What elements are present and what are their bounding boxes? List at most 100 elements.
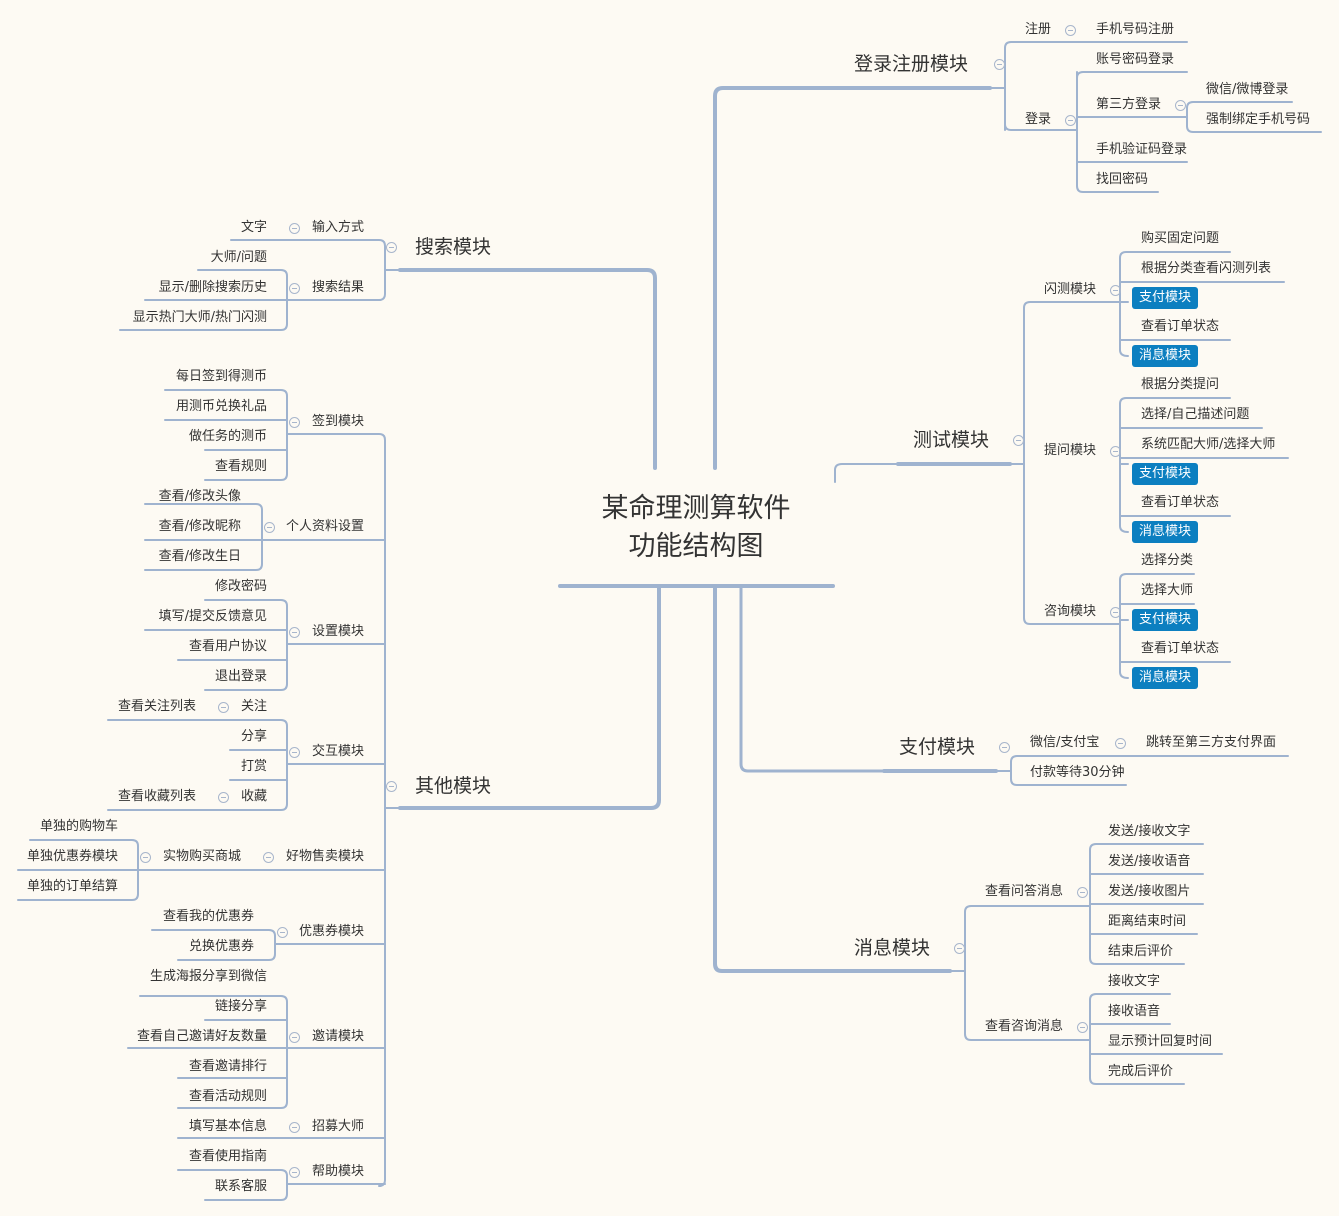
qa-item[interactable]: 发送/接收图片 bbox=[1108, 884, 1191, 899]
physical-mall[interactable]: 实物购买商城 bbox=[162, 849, 241, 864]
checkin-item[interactable]: 每日签到得测币 bbox=[175, 369, 267, 384]
collapse-icon[interactable] bbox=[263, 852, 274, 863]
ask-item[interactable]: 系统匹配大师/选择大师 bbox=[1141, 437, 1276, 452]
collapse-icon[interactable] bbox=[1110, 285, 1121, 296]
login-node[interactable]: 登录 bbox=[1025, 112, 1052, 127]
invite-item[interactable]: 查看邀请排行 bbox=[188, 1059, 267, 1074]
search-item[interactable]: 大师/问题 bbox=[210, 250, 267, 265]
favorite-node[interactable]: 收藏 bbox=[240, 789, 267, 804]
checkin-module[interactable]: 签到模块 bbox=[311, 414, 364, 429]
mall-item[interactable]: 单独优惠券模块 bbox=[26, 849, 118, 864]
search-result[interactable]: 搜索结果 bbox=[311, 280, 364, 295]
phone-register[interactable]: 手机号码注册 bbox=[1096, 22, 1175, 37]
interact-module[interactable]: 交互模块 bbox=[311, 744, 364, 759]
collapse-icon[interactable] bbox=[1175, 100, 1186, 111]
collapse-icon[interactable] bbox=[218, 792, 229, 803]
profile-settings[interactable]: 个人资料设置 bbox=[285, 519, 364, 534]
invite-module[interactable]: 邀请模块 bbox=[311, 1029, 364, 1044]
consult-msg-item[interactable]: 接收语音 bbox=[1108, 1004, 1161, 1019]
payment-wait[interactable]: 付款等待30分钟 bbox=[1030, 765, 1125, 780]
search-item[interactable]: 显示热门大师/热门闪测 bbox=[132, 310, 267, 325]
flash-item[interactable]: 购买固定问题 bbox=[1141, 231, 1220, 246]
flash-item[interactable]: 根据分类查看闪测列表 bbox=[1141, 261, 1272, 276]
profile-item[interactable]: 查看/修改昵称 bbox=[158, 519, 241, 534]
collapse-icon[interactable] bbox=[289, 1032, 300, 1043]
collapse-icon[interactable] bbox=[954, 943, 965, 954]
bind-phone[interactable]: 强制绑定手机号码 bbox=[1206, 112, 1311, 127]
register-node[interactable]: 注册 bbox=[1025, 22, 1052, 37]
third-party-login[interactable]: 第三方登录 bbox=[1096, 97, 1162, 112]
settings-item[interactable]: 查看用户协议 bbox=[188, 639, 267, 654]
ask-item[interactable]: 选择/自己描述问题 bbox=[1141, 407, 1250, 422]
search-item[interactable]: 显示/删除搜索历史 bbox=[158, 280, 267, 295]
collapse-icon[interactable] bbox=[386, 242, 397, 253]
consult-msg-item[interactable]: 显示预计回复时间 bbox=[1108, 1034, 1213, 1049]
consult-msg-item[interactable]: 完成后评价 bbox=[1108, 1064, 1174, 1079]
collapse-icon[interactable] bbox=[218, 702, 229, 713]
payment-module-tag[interactable]: 支付模块 bbox=[1132, 609, 1199, 631]
payment-module-tag[interactable]: 支付模块 bbox=[1132, 463, 1199, 485]
flash-test-node[interactable]: 闪测模块 bbox=[1044, 282, 1097, 297]
qa-item[interactable]: 发送/接收语音 bbox=[1108, 854, 1191, 869]
settings-module[interactable]: 设置模块 bbox=[311, 624, 364, 639]
recruit-module[interactable]: 招募大师 bbox=[311, 1119, 364, 1134]
wechat-weibo-login[interactable]: 微信/微博登录 bbox=[1206, 82, 1289, 97]
test-module[interactable]: 测试模块 bbox=[913, 429, 990, 451]
payment-module-tag[interactable]: 支付模块 bbox=[1132, 287, 1199, 309]
sms-login[interactable]: 手机验证码登录 bbox=[1096, 142, 1188, 157]
collapse-icon[interactable] bbox=[289, 417, 300, 428]
mall-item[interactable]: 单独的订单结算 bbox=[26, 879, 118, 894]
help-item[interactable]: 查看使用指南 bbox=[188, 1149, 267, 1164]
collapse-icon[interactable] bbox=[289, 283, 300, 294]
collapse-icon[interactable] bbox=[1077, 887, 1088, 898]
collapse-icon[interactable] bbox=[140, 852, 151, 863]
collapse-icon[interactable] bbox=[386, 781, 397, 792]
other-module[interactable]: 其他模块 bbox=[415, 775, 492, 797]
follow-node[interactable]: 关注 bbox=[240, 699, 267, 714]
login-module[interactable]: 登录注册模块 bbox=[854, 53, 969, 75]
coupon-module[interactable]: 优惠券模块 bbox=[298, 924, 364, 939]
help-module[interactable]: 帮助模块 bbox=[311, 1164, 364, 1179]
consult-item[interactable]: 选择大师 bbox=[1141, 583, 1194, 598]
collapse-icon[interactable] bbox=[277, 927, 288, 938]
collapse-icon[interactable] bbox=[289, 627, 300, 638]
checkin-item[interactable]: 做任务的测币 bbox=[188, 429, 267, 444]
profile-item[interactable]: 查看/修改生日 bbox=[158, 549, 241, 564]
qa-item[interactable]: 距离结束时间 bbox=[1108, 914, 1187, 929]
collapse-icon[interactable] bbox=[999, 742, 1010, 753]
coupon-item[interactable]: 查看我的优惠券 bbox=[162, 909, 254, 924]
collapse-icon[interactable] bbox=[994, 59, 1005, 70]
consult-message[interactable]: 查看咨询消息 bbox=[985, 1019, 1064, 1034]
help-item[interactable]: 联系客服 bbox=[214, 1179, 267, 1194]
collapse-icon[interactable] bbox=[1077, 1022, 1088, 1033]
invite-item[interactable]: 查看自己邀请好友数量 bbox=[136, 1029, 267, 1044]
recover-password[interactable]: 找回密码 bbox=[1096, 172, 1149, 187]
checkin-item[interactable]: 用测币兑换礼品 bbox=[175, 399, 267, 414]
collapse-icon[interactable] bbox=[289, 747, 300, 758]
recruit-item[interactable]: 填写基本信息 bbox=[188, 1119, 267, 1134]
consult-item[interactable]: 查看订单状态 bbox=[1141, 641, 1220, 656]
flash-item[interactable]: 查看订单状态 bbox=[1141, 319, 1220, 334]
input-method[interactable]: 输入方式 bbox=[311, 220, 364, 235]
settings-item[interactable]: 修改密码 bbox=[214, 579, 267, 594]
tip-node[interactable]: 打赏 bbox=[240, 759, 267, 774]
settings-item[interactable]: 退出登录 bbox=[214, 669, 267, 684]
ask-item[interactable]: 根据分类提问 bbox=[1141, 377, 1220, 392]
collapse-icon[interactable] bbox=[1065, 25, 1076, 36]
follow-list[interactable]: 查看关注列表 bbox=[117, 699, 196, 714]
qa-item[interactable]: 结束后评价 bbox=[1108, 944, 1174, 959]
favorite-list[interactable]: 查看收藏列表 bbox=[117, 789, 196, 804]
invite-item[interactable]: 链接分享 bbox=[214, 999, 267, 1014]
ask-item[interactable]: 查看订单状态 bbox=[1141, 495, 1220, 510]
invite-item[interactable]: 生成海报分享到微信 bbox=[149, 969, 267, 984]
goods-module[interactable]: 好物售卖模块 bbox=[285, 849, 364, 864]
consult-item[interactable]: 选择分类 bbox=[1141, 553, 1194, 568]
invite-item[interactable]: 查看活动规则 bbox=[188, 1089, 267, 1104]
settings-item[interactable]: 填写/提交反馈意见 bbox=[158, 609, 267, 624]
collapse-icon[interactable] bbox=[289, 223, 300, 234]
coupon-item[interactable]: 兑换优惠券 bbox=[188, 939, 254, 954]
consult-msg-item[interactable]: 接收文字 bbox=[1108, 974, 1161, 989]
message-module-tag[interactable]: 消息模块 bbox=[1132, 667, 1199, 689]
wechat-alipay[interactable]: 微信/支付宝 bbox=[1030, 735, 1100, 750]
consult-node[interactable]: 咨询模块 bbox=[1044, 604, 1097, 619]
